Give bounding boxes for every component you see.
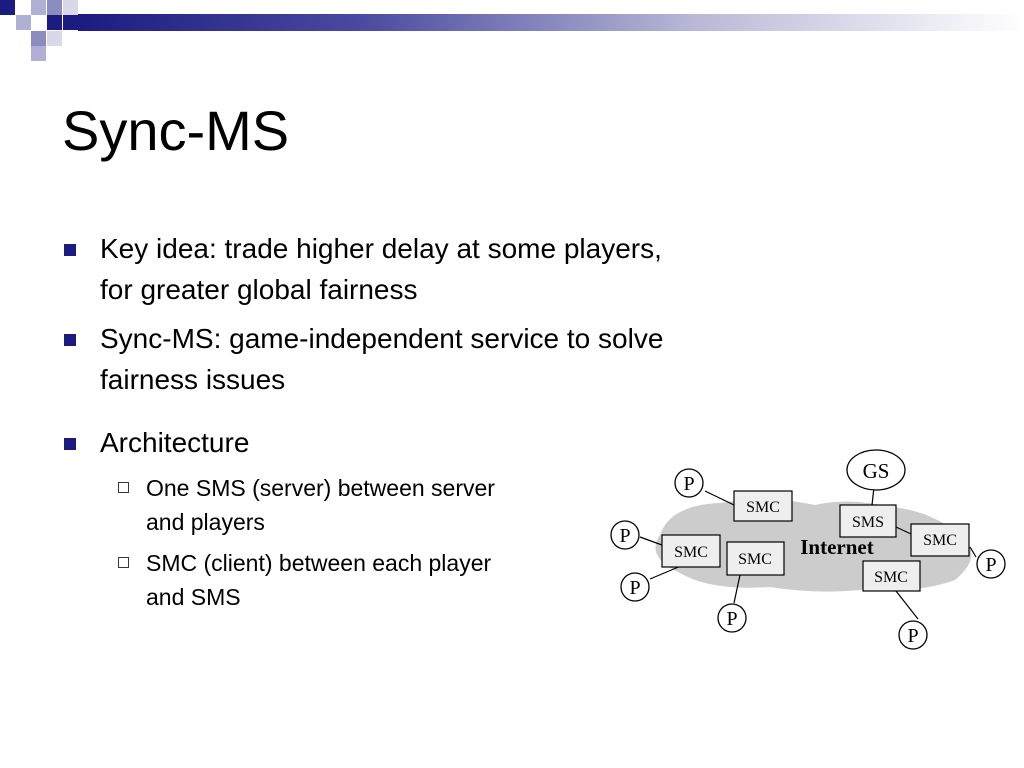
hollow-square-bullet-icon [118,482,129,493]
bullet-line: fairness issues [100,364,286,395]
box-labels: SMC SMC SMC SMS SMC SMC [674,499,957,586]
smc-box [862,560,921,592]
player-labels: P P P P P P [619,473,996,647]
smc-box [661,534,721,568]
smc-box [726,541,785,576]
connector-line [733,574,741,604]
player-label: P [619,525,630,547]
player-nodes [610,468,1006,650]
smc-label: SMC [874,569,908,586]
bullet-line: Sync-MS: game-independent service to sol… [100,323,664,354]
hollow-square-bullet-icon [118,557,129,568]
smc-label: SMC [746,499,780,516]
bullet-sync-ms: Sync-MS: game-independent service to sol… [64,318,804,400]
square-bullet-icon [64,334,76,346]
banner-square [16,15,31,30]
player-label: P [683,473,694,495]
banner-square [47,0,62,15]
banner-square [63,0,78,15]
banner-square [31,31,46,46]
smc-label: SMC [738,551,772,568]
sub-bullet-line: SMC (client) between each player [146,550,492,576]
player-node [898,620,928,650]
gs-label: GS [863,459,890,483]
player-node [620,572,650,602]
bullet-line: for greater global fairness [100,274,418,305]
banner-square [47,15,62,30]
player-node [717,603,747,633]
sub-bullet-sms: One SMS (server) between server and play… [118,471,588,539]
smc-label: SMC [674,544,708,561]
bullet-line: Architecture [100,427,250,458]
sms-box [839,504,897,538]
smc-label: SMC [923,532,957,549]
sub-bullet-smc: SMC (client) between each player and SMS [118,546,588,614]
sub-bullet-line: One SMS (server) between server [146,475,495,501]
smc-box [733,490,793,522]
player-label: P [629,577,640,599]
connector-line [704,490,735,506]
banner-gradient-bar [78,14,1024,31]
banner-square [0,0,15,15]
connector-lines [639,486,977,620]
slide-title: Sync-MS [62,99,290,162]
connector-line [639,536,663,546]
bullet-architecture: Architecture [64,422,804,463]
banner-square [63,15,78,30]
connector-line [895,590,919,620]
player-label: P [985,554,996,576]
connector-line [895,526,912,535]
box-group [661,490,970,592]
square-bullet-icon [64,244,76,256]
sub-bullet-line: and players [146,509,265,535]
banner-square [31,46,46,61]
bullet-key-idea: Key idea: trade higher delay at some pla… [64,228,804,310]
banner-square [31,0,46,15]
player-node [610,520,640,550]
player-label: P [907,625,918,647]
banner-square [47,31,62,46]
sms-label: SMS [852,514,884,531]
player-node [674,468,704,498]
connector-line [969,546,977,558]
gs-node [846,449,906,491]
header-banner [0,0,1024,62]
architecture-diagram: Internet GS SMC SMC SMC SM [610,449,1006,650]
player-label: P [726,608,737,630]
player-node [976,549,1006,579]
bullet-line: Key idea: trade higher delay at some pla… [100,233,662,264]
sub-bullet-line: and SMS [146,584,241,610]
internet-label: Internet [800,535,873,559]
smc-box [910,523,970,557]
square-bullet-icon [64,438,76,450]
